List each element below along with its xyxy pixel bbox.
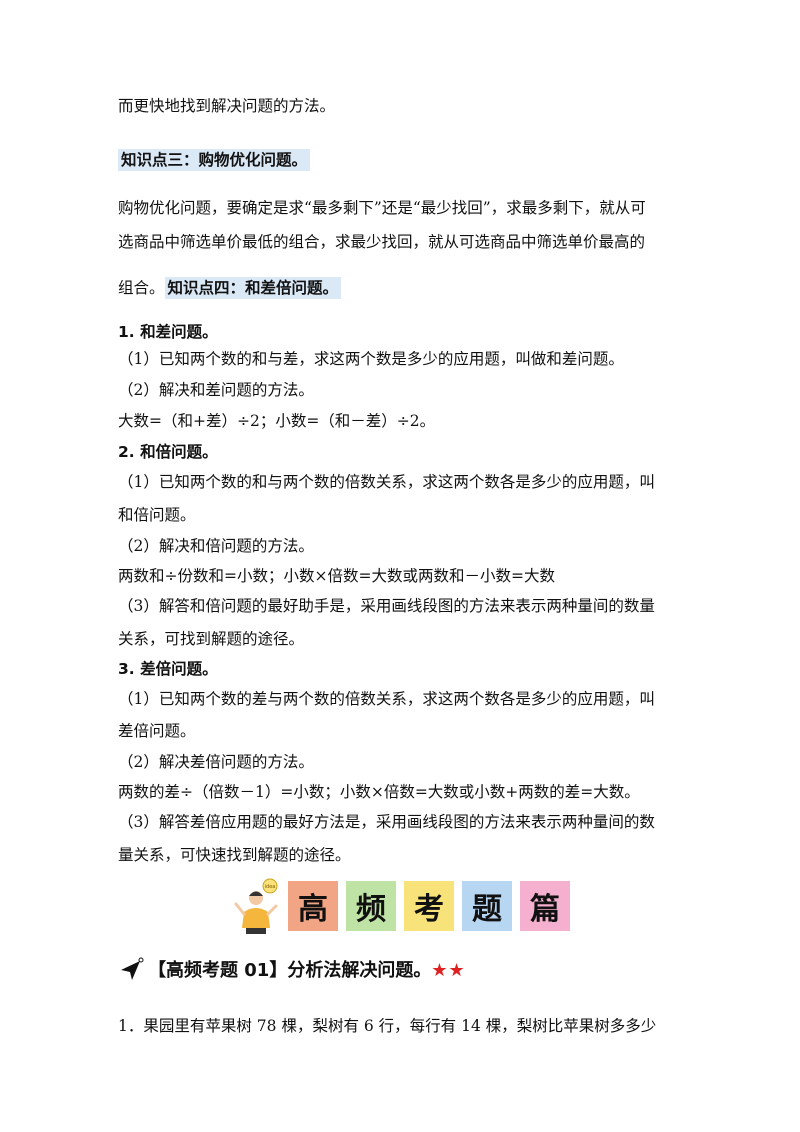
knowledge-heading-3: 知识点三：购物优化问题。 [118,149,311,171]
svg-text:idea: idea [265,884,276,890]
text-line: 量关系，可快速找到解题的途径。 [118,846,351,864]
text-line: 选商品中筛选单价最低的组合，求最少找回，就从可选商品中筛选单价最高的 [118,233,646,251]
text-line: （3）解答差倍应用题的最好方法是，采用画线段图的方法来表示两种量间的数 [118,813,655,831]
text-line: 而更快地找到解决问题的方法。 [118,97,336,115]
text-line: （1）已知两个数的和与两个数的倍数关系，求这两个数各是多少的应用题，叫 [118,473,655,491]
subheading: 1. 和差问题。 [118,323,218,341]
text-line: 两数和÷份数和=小数；小数×倍数=大数或两数和－小数=大数 [118,567,555,585]
text-line: 两数的差÷（倍数－1）=小数；小数×倍数=大数或小数+两数的差=大数。 [118,783,640,801]
text-line: 关系，可找到解题的途径。 [118,630,305,648]
question-line: 1．果园里有苹果树 78 棵，梨树有 6 行，每行有 14 棵，梨树比苹果树多多… [118,1017,657,1035]
text-line: （3）解答和倍问题的最好助手是，采用画线段图的方法来表示两种量间的数量 [118,597,655,615]
section-title: 【高频考题 01】分析法解决问题。★★ [148,960,466,981]
banner-tile: 考 [404,881,454,931]
send-arrow-icon [121,957,144,980]
subheading: 2. 和倍问题。 [118,443,218,461]
text-line: 和倍问题。 [118,506,196,524]
knowledge-heading-4: 知识点四：和差倍问题。 [164,277,342,299]
high-frequency-banner: idea 高 频 考 题 篇 [230,878,575,934]
difficulty-stars: ★★ [431,960,466,981]
text-line: （2）解决和倍问题的方法。 [118,537,314,555]
banner-tile: 题 [462,881,512,931]
thinking-person-icon: idea [234,878,278,934]
text-line: 组合。知识点四：和差倍问题。 [118,277,342,299]
text-line: 差倍问题。 [118,722,196,740]
banner-tile: 频 [346,881,396,931]
text-line: （2）解决差倍问题的方法。 [118,753,314,771]
text-line: （1）已知两个数的差与两个数的倍数关系，求这两个数各是多少的应用题，叫 [118,690,655,708]
subheading: 3. 差倍问题。 [118,660,218,678]
text-line: （2）解决和差问题的方法。 [118,381,314,399]
banner-tile: 高 [288,881,338,931]
text-line: （1）已知两个数的和与差，求这两个数是多少的应用题，叫做和差问题。 [118,350,624,368]
text-line: 大数=（和+差）÷2；小数=（和－差）÷2。 [118,412,436,430]
banner-tile: 篇 [520,881,570,931]
text-line: 购物优化问题，要确定是求“最多剩下”还是“最少找回”，求最多剩下，就从可 [118,199,646,217]
